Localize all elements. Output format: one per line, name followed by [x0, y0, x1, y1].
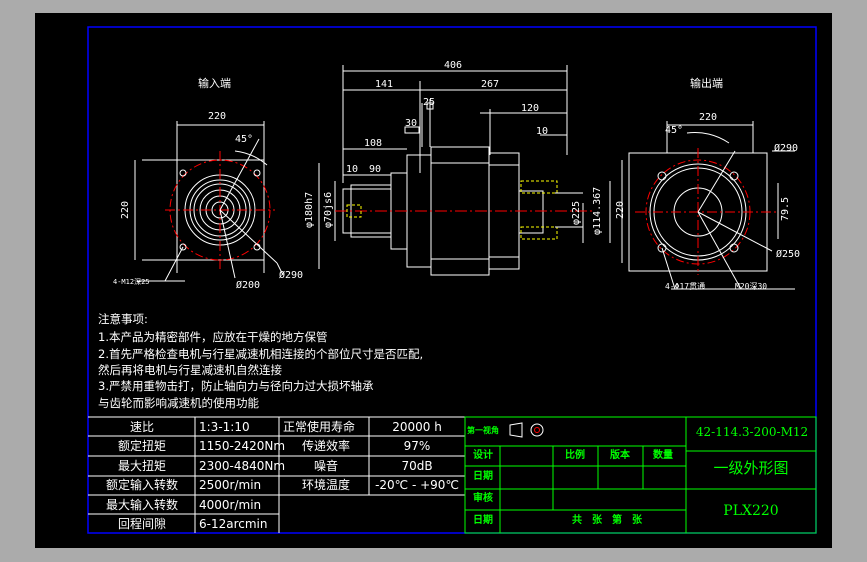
outer-frame	[87, 26, 817, 534]
note-line-2: 2.首先严格检查电机与行星减速机相连接的个部位尺寸是否匹配,	[98, 347, 424, 361]
model-number: PLX220	[723, 503, 779, 519]
spec-key: 环境温度	[301, 478, 350, 492]
side-view	[318, 65, 611, 276]
drawing-number: 42-114.3-200-M12	[695, 425, 809, 439]
spec-key: 回程间隙	[117, 517, 166, 531]
output-79: 79.5	[780, 196, 791, 221]
projection-symbol	[509, 422, 544, 438]
input-bolt-hole	[253, 169, 261, 177]
spec-key: 最大扭矩	[117, 459, 166, 473]
projection-label: 第一视角	[467, 426, 499, 435]
note-line-1: 1.本产品为精密部件，应放在干燥的地方保管	[98, 330, 328, 344]
output-view-label: 输出端	[690, 77, 723, 90]
input-holes: 4-M12深25	[113, 278, 150, 286]
input-view-label: 输入端	[198, 77, 231, 90]
spec-key: 最大输入转数	[105, 498, 178, 512]
input-angle: 45°	[235, 134, 254, 145]
spec-value: 97%	[403, 439, 431, 453]
spec-value: -20℃ - +90℃	[375, 478, 459, 492]
output-bolt-hole	[657, 243, 667, 253]
dim-90: 90	[369, 164, 382, 175]
input-phi200: Ø200	[236, 280, 261, 291]
drawing-sheet: 406 141 267 25 120 30 10 108 10 90 φ180h…	[35, 13, 832, 548]
spec-value: 2500r/min	[199, 478, 262, 492]
output-end-view	[621, 121, 795, 290]
note-line-5: 与齿轮而影响减速机的使用功能	[98, 396, 259, 410]
output-angle: 45°	[665, 125, 684, 136]
output-holes: 4-Φ17贯通	[665, 282, 706, 291]
input-end-view	[134, 121, 284, 282]
output-bolt-hole	[729, 243, 739, 253]
scale-label: 比例	[565, 450, 585, 461]
sheets-label: 共 张 第 张	[572, 515, 642, 526]
spec-value: 6-12arcmin	[199, 517, 268, 531]
input-width: 220	[208, 111, 227, 122]
spec-key: 噪音	[313, 459, 338, 473]
date-label-2: 日期	[473, 515, 493, 526]
spec-value: 1150-2420Nm	[199, 439, 286, 453]
output-phi290: Ø290	[774, 143, 799, 154]
date-label-1: 日期	[473, 471, 493, 482]
dim-108: 108	[364, 138, 383, 149]
output-bolt-hole	[729, 171, 739, 181]
spec-table-grid	[88, 416, 465, 533]
notes-title: 注意事项:	[98, 312, 148, 326]
spec-key: 速比	[129, 420, 154, 434]
note-line-3: 然后再将电机与行星减速机自然连接	[98, 363, 282, 377]
spec-value: 2300-4840Nm	[199, 459, 286, 473]
output-height: 220	[615, 200, 626, 219]
check-label: 审核	[473, 493, 493, 504]
hidden-keyway	[520, 180, 558, 194]
spec-value: 4000r/min	[199, 498, 262, 512]
version-label: 版本	[610, 450, 630, 461]
input-bolt-hole	[179, 243, 187, 251]
spec-key: 正常使用寿命	[283, 420, 356, 434]
dim-right-length: 267	[481, 79, 500, 90]
note-line-4: 3.严禁用重物击打，防止轴向力与径向力过大损坏轴承	[98, 379, 374, 393]
output-m20: M20深30	[735, 282, 768, 291]
drawing-canvas	[87, 26, 817, 534]
dim-phi114: φ114.367	[592, 186, 603, 235]
output-width: 220	[699, 112, 718, 123]
dim-25: 25	[423, 97, 436, 108]
output-shaft	[518, 190, 544, 234]
design-label: 设计	[473, 450, 493, 461]
dim-10-right: 10	[536, 126, 549, 137]
title-block-grid	[464, 416, 817, 534]
qty-label: 数量	[653, 450, 673, 461]
drawing-name: 一级外形图	[713, 459, 789, 477]
output-phi250: Ø250	[776, 249, 801, 260]
output-bolt-hole	[657, 171, 667, 181]
dim-phi70: φ70js6	[323, 191, 334, 228]
dim-total-length: 406	[444, 60, 463, 71]
input-phi290: Ø290	[279, 270, 304, 281]
spec-value: 20000 h	[392, 420, 442, 434]
spec-key: 额定输入转数	[105, 478, 178, 492]
spec-key: 传递效率	[301, 439, 350, 453]
spec-value: 1:3-1:10	[199, 420, 250, 434]
spec-value: 70dB	[401, 459, 433, 473]
dim-phi180: φ180h7	[304, 191, 315, 228]
dim-30: 30	[405, 118, 418, 129]
spec-key: 额定扭矩	[117, 439, 166, 453]
input-height: 220	[120, 200, 131, 219]
dim-left-length: 141	[375, 79, 394, 90]
dim-10-left: 10	[346, 164, 359, 175]
input-bolt-hole	[179, 169, 187, 177]
dim-phi225: φ225	[571, 200, 582, 225]
dim-120: 120	[521, 103, 540, 114]
